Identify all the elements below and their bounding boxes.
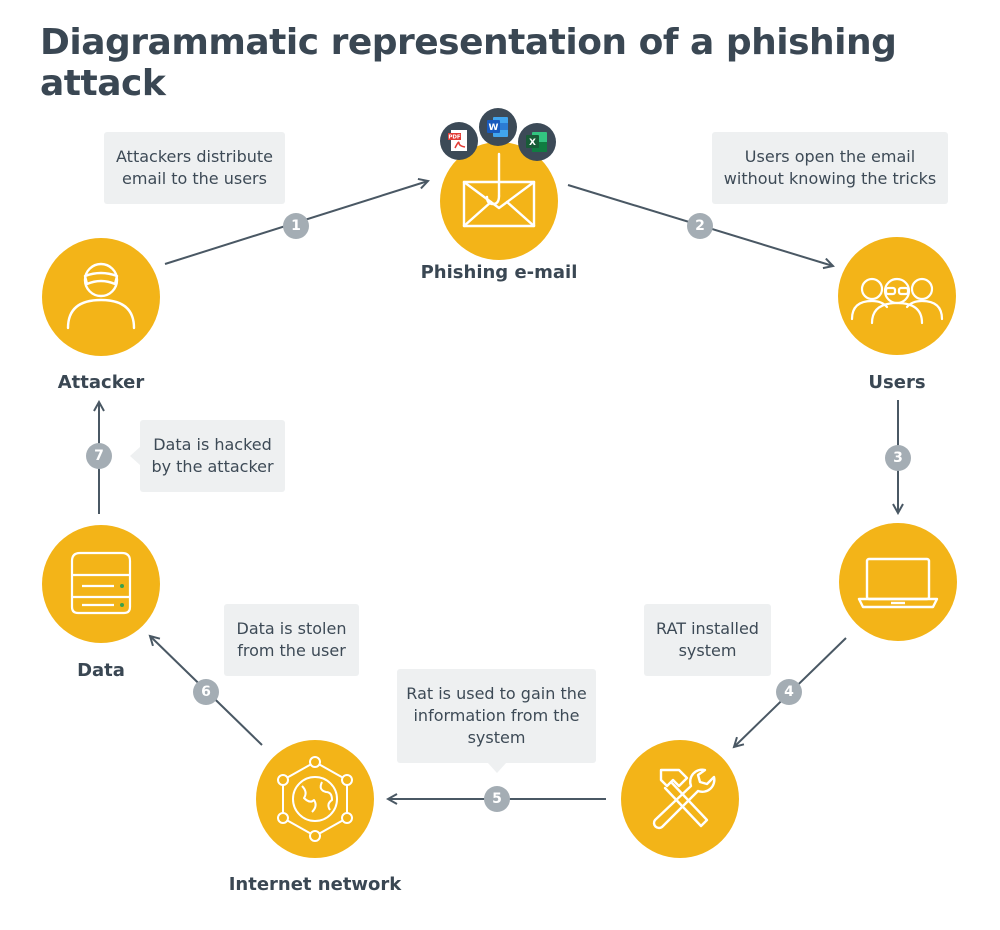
internet-network-node <box>256 740 374 858</box>
step-5-bubble: Rat is used to gain the information from… <box>397 669 596 773</box>
server-icon <box>70 551 132 615</box>
laptop-node <box>839 523 957 641</box>
step-5-text: Rat is used to gain the information from… <box>406 684 587 747</box>
data-label: Data <box>77 660 125 681</box>
step-1-text: Attackers distribute email to the users <box>116 147 273 188</box>
phishing-email-label: Phishing e-mail <box>420 262 578 283</box>
step-2-bubble: Users open the email without knowing the… <box>712 132 948 204</box>
users-icon <box>850 277 944 325</box>
step-3-number: 3 <box>885 445 911 471</box>
users-label: Users <box>868 372 926 393</box>
word-badge: W <box>479 108 517 146</box>
step-4-bubble: RAT installed system <box>644 604 771 676</box>
step-2-number: 2 <box>687 213 713 239</box>
step-7-number: 7 <box>86 443 112 469</box>
excel-icon: X <box>526 132 547 152</box>
step-1-number: 1 <box>283 213 309 239</box>
pdf-badge-text: PDF <box>448 135 461 141</box>
pdf-icon: PDF <box>448 130 467 151</box>
hacker-icon <box>66 262 136 330</box>
tools-node <box>621 740 739 858</box>
step-2-text: Users open the email without knowing the… <box>723 147 937 188</box>
step-5-number: 5 <box>484 786 510 812</box>
step-6-bubble: Data is stolen from the user <box>224 604 359 676</box>
internet-network-label: Internet network <box>228 874 402 895</box>
data-node <box>42 525 160 643</box>
phishing-email-node <box>440 142 558 260</box>
hammer-wrench-icon <box>652 768 716 830</box>
step-6-number: 6 <box>193 679 219 705</box>
attacker-label: Attacker <box>57 372 145 393</box>
step-7-text: Data is hacked by the attacker <box>151 435 274 476</box>
step-6-text: Data is stolen from the user <box>236 619 347 660</box>
word-badge-text: W <box>489 123 499 133</box>
excel-badge-text: X <box>529 138 536 148</box>
attacker-node <box>42 238 160 356</box>
laptop-icon <box>857 557 939 609</box>
globe-network-icon <box>277 756 353 842</box>
users-node <box>838 237 956 355</box>
word-icon: W <box>487 117 508 137</box>
step-4-number: 4 <box>776 679 802 705</box>
envelope-hook-icon <box>462 152 536 228</box>
step-7-bubble: Data is hacked by the attacker <box>130 420 285 492</box>
page-title: Diagrammatic representation of a phishin… <box>40 22 897 104</box>
step-1-bubble: Attackers distribute email to the users <box>104 132 285 204</box>
pdf-badge: PDF <box>440 122 478 160</box>
step-4-text: RAT installed system <box>656 619 759 660</box>
excel-badge: X <box>518 123 556 161</box>
